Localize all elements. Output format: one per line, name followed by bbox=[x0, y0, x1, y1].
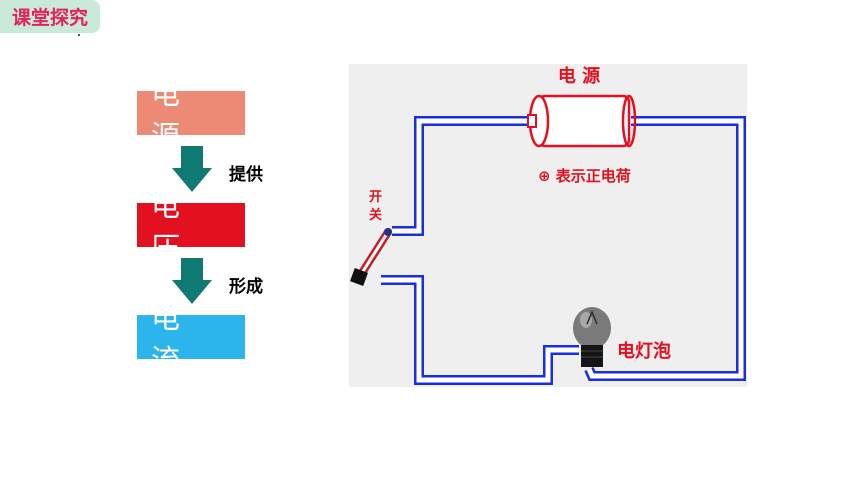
box-current: 电 流 bbox=[137, 301, 245, 377]
section-tag: 课堂探究 bbox=[0, 0, 100, 33]
bulb-label: 电灯泡 bbox=[617, 340, 671, 362]
down-arrow-icon bbox=[172, 146, 212, 192]
tag-dot bbox=[78, 34, 80, 36]
switch-label-bottom: 关 bbox=[369, 207, 382, 223]
light-bulb-icon bbox=[573, 307, 611, 367]
switch-icon bbox=[350, 228, 392, 286]
arrow-label-form: 形成 bbox=[229, 277, 263, 297]
box-power-source: 电 源 bbox=[137, 77, 245, 153]
battery-label: 电 源 bbox=[558, 65, 600, 87]
switch-label-top: 开 bbox=[369, 190, 382, 205]
positive-charge-note: ⊕ 表示正电荷 bbox=[538, 167, 631, 185]
box-voltage: 电 压 bbox=[137, 189, 245, 265]
circuit-diagram: 电 源 ⊕ 表示正电荷 开 关 电灯泡 bbox=[349, 64, 747, 387]
arrow-label-provide: 提供 bbox=[229, 165, 263, 185]
battery-icon bbox=[527, 94, 637, 148]
wire-loop bbox=[381, 116, 746, 385]
down-arrow-icon bbox=[172, 258, 212, 304]
